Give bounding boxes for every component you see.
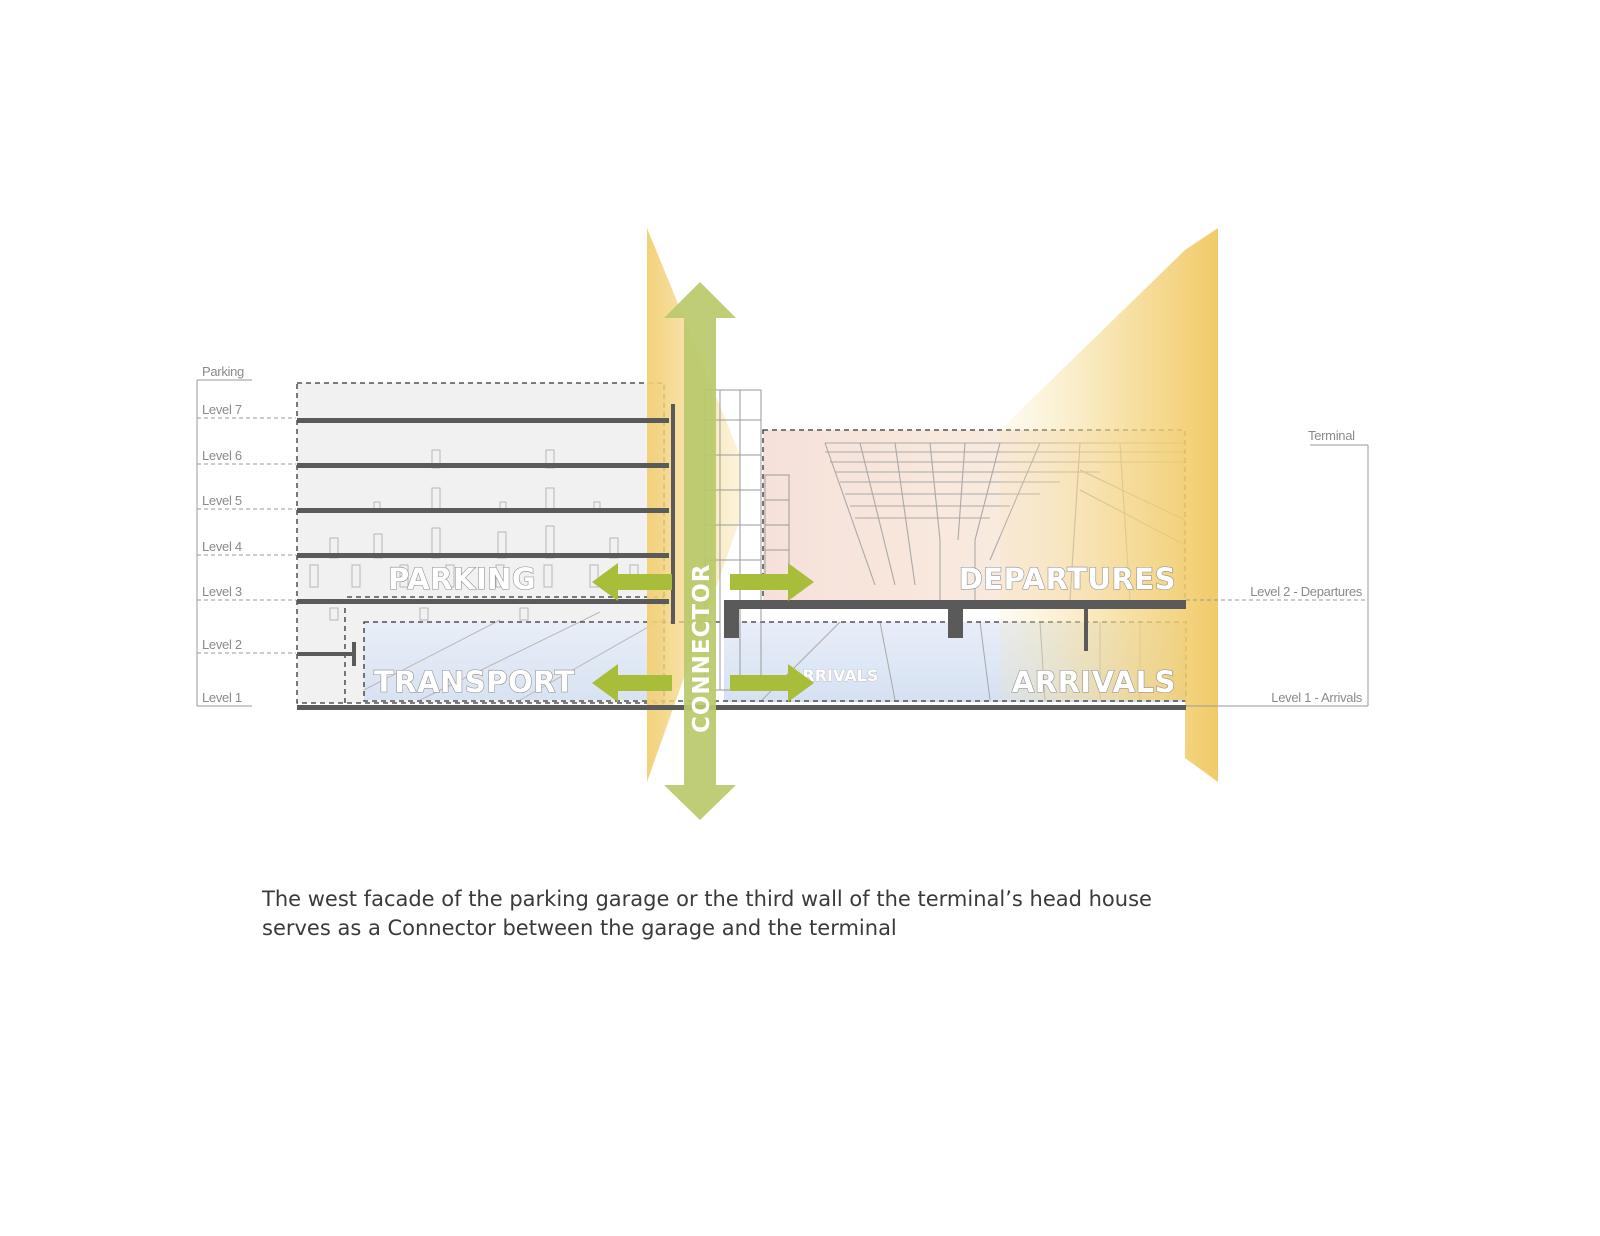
level-guides: [196, 379, 1369, 707]
terminal-light-cone: [1000, 228, 1218, 782]
caption-line-1: The west facade of the parking garage or…: [262, 887, 1152, 911]
level-1-label: Level 1: [202, 690, 242, 705]
zone-arrivals-label: ARRIVALS: [1012, 665, 1176, 699]
level-3-label: Level 3: [202, 584, 242, 599]
caption-line-2: serves as a Connector between the garage…: [262, 916, 897, 940]
diagram-caption: The west facade of the parking garage or…: [262, 885, 1362, 943]
level-4-label: Level 4: [202, 539, 242, 554]
level-6-label: Level 6: [202, 448, 242, 463]
zone-transport-label: TRANSPORT: [374, 665, 575, 699]
floor-slabs: [297, 404, 1186, 710]
arrow-to-arrivals: [730, 664, 814, 702]
zone-departures-label: DEPARTURES: [959, 562, 1176, 596]
arrow-to-departures: [730, 563, 814, 601]
arrow-to-transport: [592, 664, 672, 702]
level-1-arrivals-label: Level 1 - Arrivals: [1271, 690, 1362, 705]
level-7-label: Level 7: [202, 402, 242, 417]
level-2-departures-label: Level 2 - Departures: [1250, 584, 1363, 599]
parking-group-label: Parking: [202, 364, 244, 379]
connector-label: CONNECTOR: [689, 564, 715, 733]
arrow-to-parking: [592, 563, 672, 601]
parking-garage: [296, 382, 666, 704]
circulation-arrows: [592, 563, 814, 702]
terminal-group-label: Terminal: [1308, 428, 1355, 443]
connector-arrow: [664, 282, 736, 820]
zone-parking-label: PARKING: [388, 562, 536, 596]
zone-arrivals-faint-label: ARRIVALS: [790, 666, 878, 685]
level-5-label: Level 5: [202, 493, 242, 508]
level-2-label: Level 2: [202, 637, 242, 652]
